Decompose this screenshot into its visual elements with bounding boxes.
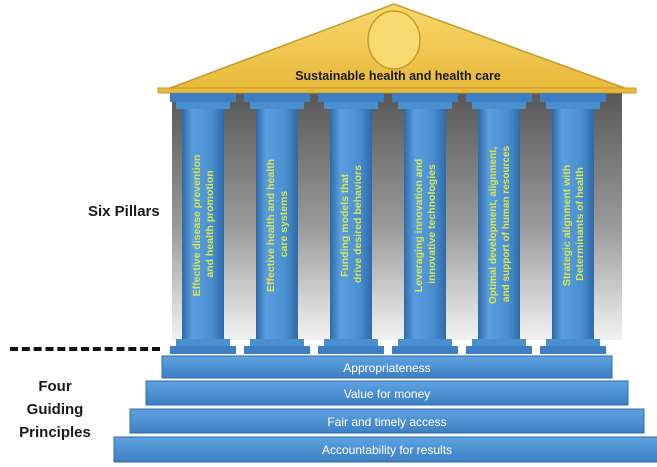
svg-text:Leveraging innovation and: Leveraging innovation and innovative tec… bbox=[413, 156, 438, 293]
svg-text:Effective health and health: Effective health and health care systems bbox=[265, 156, 290, 292]
svg-text:Strategic alignment with: Strategic alignment with Determinants of… bbox=[561, 162, 586, 286]
roof: Sustainable health and health care bbox=[157, 3, 637, 94]
pillar-5: Optimal development, alignment, and supp… bbox=[466, 93, 532, 354]
pillar-2-line-1: Effective health and health bbox=[265, 159, 277, 292]
pillar-4-line-1: Leveraging innovation and bbox=[413, 159, 425, 293]
svg-text:Effective disease prevention: Effective disease prevention and health … bbox=[191, 152, 216, 297]
roof-title: Sustainable health and health care bbox=[295, 69, 501, 83]
pillar-2: Effective health and health care systems bbox=[244, 93, 310, 354]
principles-line-2: Guiding bbox=[26, 401, 84, 418]
pillar-5-line-2: and support of human resources bbox=[501, 145, 512, 302]
svg-text:Optimal development, alignment: Optimal development, alignment, and supp… bbox=[488, 144, 512, 304]
pillar-1: Effective disease prevention and health … bbox=[170, 93, 236, 354]
step-4-label: Accountability for results bbox=[322, 443, 452, 457]
pillars: Effective disease prevention and health … bbox=[170, 93, 606, 354]
step-appropriateness: Appropriateness bbox=[161, 355, 613, 379]
pillar-2-line-2: care systems bbox=[278, 191, 290, 258]
pillar-4-line-2: innovative technologies bbox=[426, 164, 438, 284]
step-2-label: Value for money bbox=[344, 387, 431, 401]
pillar-6: Strategic alignment with Determinants of… bbox=[540, 93, 606, 354]
pillar-3-line-2: drive desired behaviors bbox=[352, 165, 364, 283]
step-3-label: Fair and timely access bbox=[327, 415, 446, 429]
pillar-1-line-1: Effective disease prevention bbox=[191, 155, 203, 297]
pillar-3: Funding models that drive desired behavi… bbox=[318, 93, 384, 354]
step-value-for-money: Value for money bbox=[145, 380, 629, 406]
pillar-6-line-2: Determinants of health bbox=[574, 167, 586, 281]
svg-text:Funding models that dr: Funding models that drive desired behavi… bbox=[339, 165, 364, 283]
step-accountability-for-results: Accountability for results bbox=[113, 436, 657, 463]
pillar-3-line-1: Funding models that bbox=[339, 173, 351, 277]
pillar-1-line-2: and health promotion bbox=[204, 170, 216, 277]
steps: Appropriateness Value for money Fair and… bbox=[113, 355, 657, 463]
step-fair-and-timely-access: Fair and timely access bbox=[129, 408, 645, 434]
pillar-6-line-1: Strategic alignment with bbox=[561, 165, 573, 286]
roof-medallion bbox=[367, 10, 421, 70]
four-guiding-principles-label: Four Guiding Principles bbox=[0, 375, 110, 444]
step-1-label: Appropriateness bbox=[343, 361, 430, 375]
dashed-divider bbox=[10, 347, 160, 351]
principles-line-3: Principles bbox=[19, 424, 91, 441]
six-pillars-label: Six Pillars bbox=[88, 203, 160, 220]
colonnade-shadow bbox=[172, 88, 622, 340]
pillar-5-line-1: Optimal development, alignment, bbox=[488, 147, 499, 304]
pillar-4: Leveraging innovation and innovative tec… bbox=[392, 93, 458, 354]
principles-line-1: Four bbox=[38, 378, 72, 395]
